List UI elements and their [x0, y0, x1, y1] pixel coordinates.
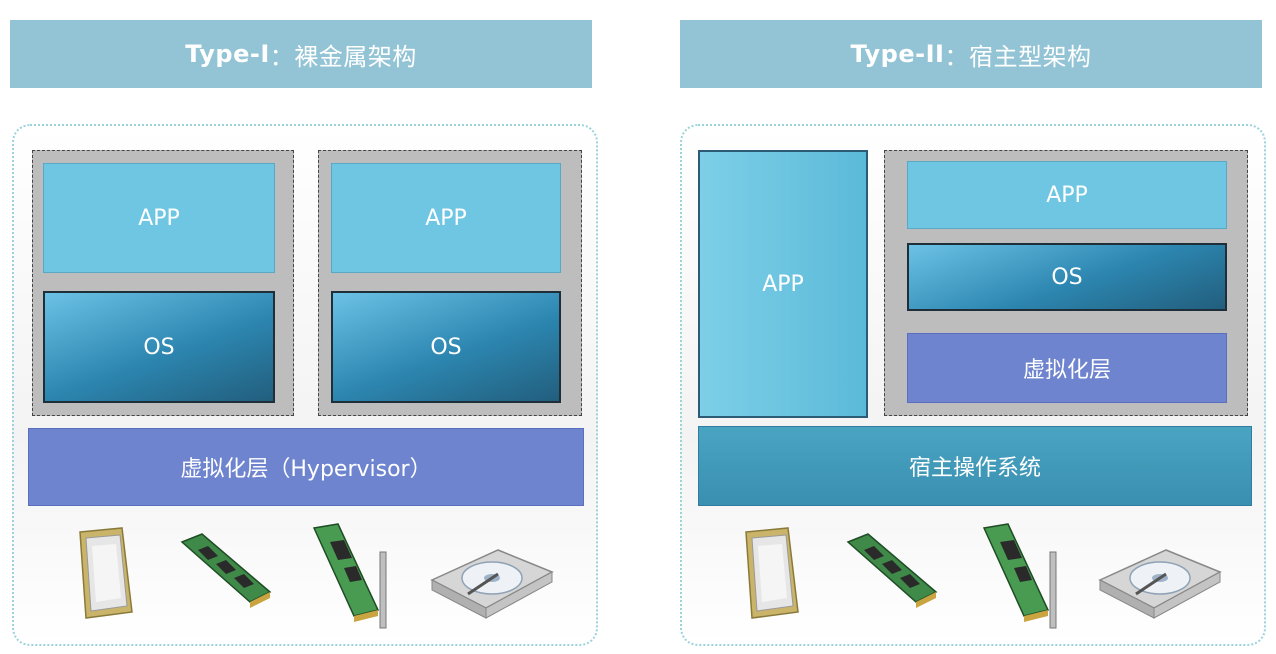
hard-disk-icon — [1098, 549, 1222, 619]
type1-title-prefix: Type-I — [185, 40, 270, 68]
type1-title-suffix: ：裸金属架构 — [269, 42, 417, 71]
cpu-icon — [79, 527, 133, 619]
expansion-card-icon — [982, 523, 1057, 629]
type2-vm-virt-layer: 虚拟化层 — [907, 333, 1227, 403]
type1-vm1-os: OS — [43, 291, 275, 403]
type2-native-app: APP — [698, 150, 868, 418]
type2-title-prefix: Type-II — [850, 40, 945, 68]
type1-vm2-app: APP — [331, 163, 561, 273]
ram-icon — [846, 533, 938, 608]
ram-icon — [180, 533, 272, 608]
type2-vm-os: OS — [907, 243, 1227, 311]
type2-host-os: 宿主操作系统 — [698, 426, 1252, 506]
type1-vm2-os: OS — [331, 291, 561, 403]
type2-title: Type-II ：宿主型架构 — [680, 20, 1262, 88]
type1-vm-2: APP OS — [318, 150, 582, 416]
type1-panel: APP OS APP OS 虚拟化层（Hypervisor） — [12, 124, 598, 646]
type2-guest-vm: APP OS 虚拟化层 — [884, 150, 1248, 416]
type1-vm-1: APP OS — [32, 150, 294, 416]
expansion-card-icon — [312, 523, 387, 629]
type2-title-suffix: ：宿主型架构 — [944, 42, 1092, 71]
type1-title: Type-I ：裸金属架构 — [10, 20, 592, 88]
hard-disk-icon — [430, 549, 554, 619]
type2-vm-app: APP — [907, 161, 1227, 229]
type2-panel: APP APP OS 虚拟化层 宿主操作系统 — [680, 124, 1266, 646]
cpu-icon — [745, 527, 799, 619]
type1-vm1-app: APP — [43, 163, 275, 273]
type1-hypervisor: 虚拟化层（Hypervisor） — [28, 428, 584, 506]
